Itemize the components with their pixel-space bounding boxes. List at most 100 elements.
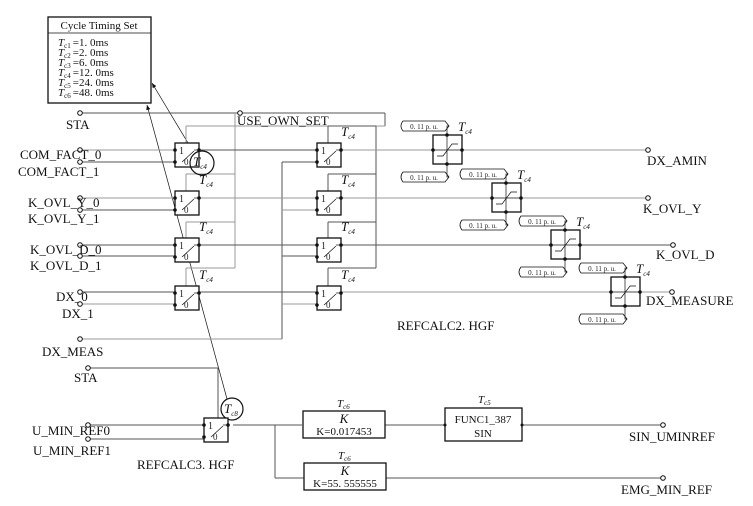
output-dx-amin-pin[interactable]	[645, 147, 651, 153]
input-k-ovl-d-0-pin[interactable]	[77, 242, 83, 248]
task-label: Tc4	[341, 172, 355, 189]
switch-input-1-label: 1	[321, 146, 326, 157]
limiter-dx-measure[interactable]: 0. 11 p. u. 0. 11 p. u. Tc4	[578, 261, 650, 325]
task-label: Tc4	[199, 219, 213, 236]
gain-block-1[interactable]: K K=0.017453 Tc6	[302, 398, 386, 439]
timing-set-title: Cycle Timing Set	[60, 20, 137, 32]
switch-input-1-label: 1	[321, 241, 326, 252]
input-com-fact-1-pin[interactable]	[77, 159, 83, 165]
input-u-min-ref1-pin[interactable]	[85, 436, 91, 442]
gain-value: K=55. 555555	[313, 478, 377, 490]
input-sta-top-label: STA	[66, 117, 90, 132]
task-label: Tc4	[199, 172, 213, 189]
svg-text:0. 11 p. u.: 0. 11 p. u.	[469, 222, 497, 230]
switch-input-0-label: 0	[326, 300, 331, 310]
input-k-ovl-y-0-pin[interactable]	[77, 195, 83, 201]
switch-input-1-label: 1	[208, 421, 213, 432]
gain-title: K	[340, 463, 351, 478]
switch-input-0-label: 0	[326, 205, 331, 215]
switch-left-3[interactable]: 10 Tc4	[173, 219, 213, 263]
svg-text:0. 11 p. u.: 0. 11 p. u.	[588, 265, 616, 273]
switch-input-0-label: 0	[184, 252, 189, 262]
sheet-label-refcalc3: REFCALC3. HGF	[137, 457, 235, 472]
input-k-ovl-y-1-pin[interactable]	[77, 207, 83, 213]
input-u-min-ref1-label: U_MIN_REF1	[33, 443, 111, 458]
output-dx-measure-label: DX_MEASURE	[646, 293, 733, 308]
input-u-min-ref0-pin[interactable]	[85, 422, 91, 428]
limit-tag: 0. 11 p. u.	[400, 171, 450, 183]
output-emg-min-ref-pin[interactable]	[660, 475, 666, 481]
input-dx-meas-label: DX_MEAS	[42, 344, 103, 359]
func-block-sin[interactable]: FUNC1_387 SIN Tc5	[443, 394, 524, 442]
input-use-own-set-label: USE_OWN_SET	[237, 113, 329, 128]
switch-left-1[interactable]: 10	[173, 142, 201, 168]
output-k-ovl-d-pin[interactable]	[670, 242, 676, 248]
input-dx-meas-pin[interactable]	[77, 336, 83, 342]
limit-tag: 0. 11 p. u.	[518, 266, 568, 278]
task-label: Tc4	[341, 267, 355, 284]
switch-input-0-label: 0	[184, 157, 189, 167]
task-label: Tc4	[517, 167, 531, 184]
switch-input-1-label: 1	[179, 146, 184, 157]
input-sta-bottom-label: STA	[74, 370, 98, 385]
timing-entry: Tc5=24. 0ms	[58, 77, 114, 90]
limiter-k-ovl-y[interactable]: 0. 11 p. u.0. 11 p. u.Tc4	[459, 167, 531, 231]
output-sin-uminref-pin[interactable]	[660, 422, 666, 428]
timing-entry: Tc6=48. 0ms	[58, 87, 114, 100]
func-type: SIN	[474, 428, 492, 440]
input-use-own-set-pin[interactable]	[237, 110, 243, 116]
svg-text:0. 11 p. u.: 0. 11 p. u.	[528, 218, 556, 226]
limit-tag: 0. 11 p. u.	[578, 313, 628, 325]
svg-text:0. 11 p. u.: 0. 11 p. u.	[410, 174, 438, 182]
gain-value: K=0.017453	[316, 426, 372, 438]
input-com-fact-0-label: COM_FACT_0	[20, 147, 101, 162]
output-emg-min-ref-label: EMG_MIN_REF	[621, 482, 712, 497]
switch-left-2[interactable]: 10 Tc4	[173, 172, 213, 216]
switch-input-0-label: 0	[326, 252, 331, 262]
switch-input-0-label: 0	[184, 300, 189, 310]
output-dx-measure-pin[interactable]	[669, 289, 675, 295]
task-label: Tc4	[576, 214, 590, 231]
gain-title: K	[339, 411, 350, 426]
switch-input-0-label: 0	[184, 205, 189, 215]
input-sta-bottom-pin[interactable]	[85, 365, 91, 371]
input-k-ovl-y-0-label: K_OVL_Y_0	[28, 195, 100, 210]
limit-tag: 0. 11 p. u.	[578, 262, 628, 274]
input-com-fact-0-pin[interactable]	[77, 147, 83, 153]
input-k-ovl-d-1-pin[interactable]	[77, 253, 83, 259]
switch-input-1-label: 1	[179, 241, 184, 252]
sheet-label-refcalc2: REFCALC2. HGF	[397, 318, 495, 333]
input-dx-0-pin[interactable]	[77, 289, 83, 295]
gain-block-2[interactable]: K K=55. 555555 Tc6	[303, 450, 387, 491]
output-k-ovl-y-pin[interactable]	[645, 195, 651, 201]
switch-bottom[interactable]: 10	[202, 417, 230, 443]
output-sin-uminref-label: SIN_UMINREF	[629, 429, 715, 444]
switch-input-0-label: 0	[213, 432, 218, 442]
svg-text:0. 11 p. u.: 0. 11 p. u.	[528, 269, 556, 277]
task-indicator-tc4	[189, 150, 215, 176]
switch-input-1-label: 1	[179, 194, 184, 205]
input-dx-1-label: DX_1	[62, 306, 94, 321]
task-label: Tc6	[338, 450, 351, 463]
limit-tag: 0. 11 p. u.	[400, 120, 450, 132]
input-k-ovl-y-1-label: K_OVL_Y_1	[28, 211, 100, 226]
input-sta-top-pin[interactable]	[77, 110, 83, 116]
task-label: Tc4	[458, 119, 472, 136]
switch-input-0-label: 0	[326, 157, 331, 167]
input-k-ovl-d-0-label: K_OVL_D_0	[30, 242, 102, 257]
output-k-ovl-d-label: K_OVL_D	[656, 247, 715, 262]
task-label: Tc5	[478, 394, 491, 407]
timing-entry: Tc4=12. 0ms	[58, 67, 114, 80]
input-dx-1-pin[interactable]	[77, 301, 83, 307]
task-label: Tc4	[636, 261, 650, 278]
limit-tag: 0. 11 p. u.	[518, 215, 568, 227]
switch-input-1-label: 1	[179, 289, 184, 300]
limiter-k-ovl-d[interactable]: 0. 11 p. u. 0. 11 p. u. Tc4	[518, 214, 590, 278]
limiter-dx-amin[interactable]: 0. 11 p. u. 0. 11 p. u. Tc4	[400, 119, 472, 183]
input-k-ovl-d-1-label: K_OVL_D_1	[30, 258, 102, 273]
